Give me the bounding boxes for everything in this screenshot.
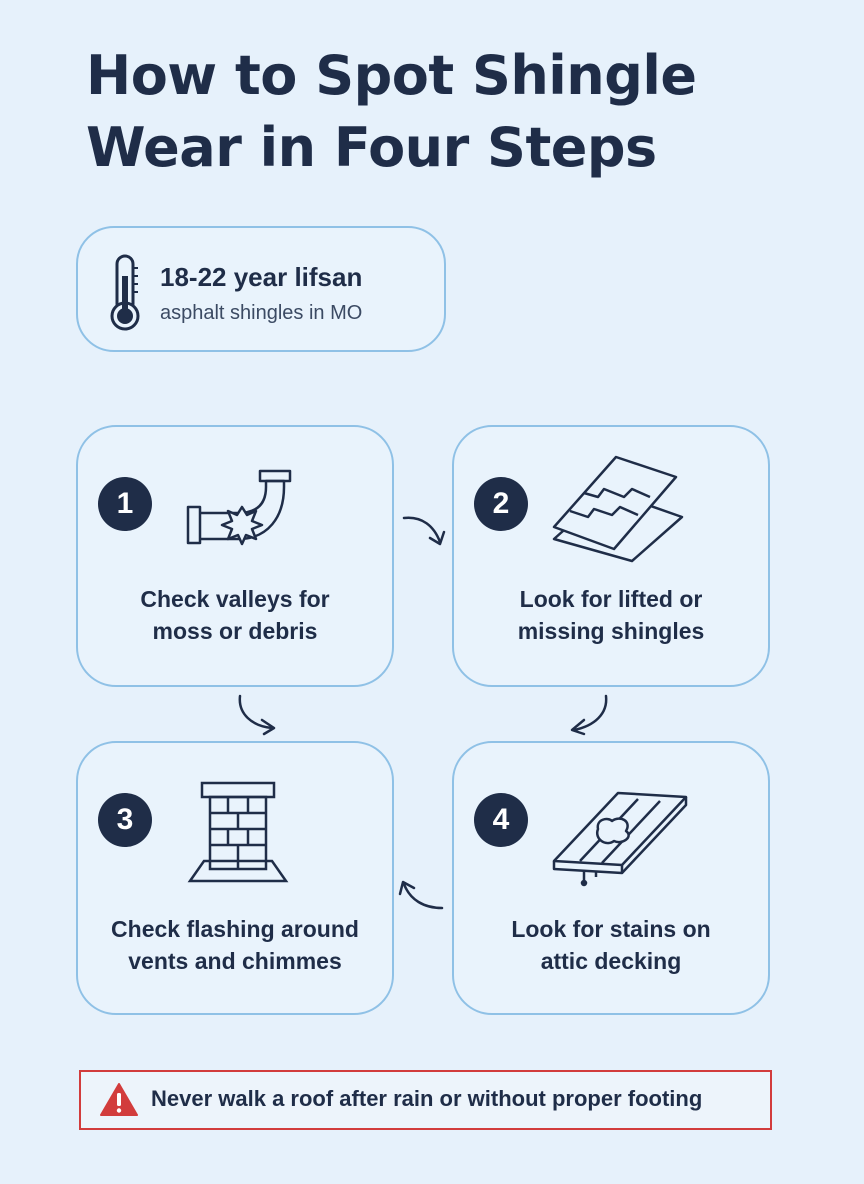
step-card-3: 3 Check flashing around vents and chimme… — [76, 741, 394, 1015]
warning-text: Never walk a roof after rain or without … — [151, 1086, 703, 1111]
shingle-layers-icon — [552, 455, 684, 563]
step-label: Check flashing around vents and chimmes — [111, 916, 359, 974]
warning-triangle-icon — [100, 1083, 138, 1116]
lifespan-stat-card: 18-22 year lifsan asphalt shingles in MO — [76, 226, 446, 352]
step-number-badge: 1 — [98, 477, 152, 531]
step-number-badge: 3 — [98, 793, 152, 847]
step-card-2: 2 Look for lifted or missing shingles — [452, 425, 770, 687]
stained-decking-icon — [552, 791, 688, 887]
lifespan-value: 18-22 year lifsan — [160, 262, 363, 292]
step-card-1: 1 Check valleys for moss or debris — [76, 425, 394, 687]
step-label: Check valleys for moss or debris — [140, 586, 330, 644]
thermometer-icon — [110, 254, 140, 331]
chimney-icon — [187, 781, 289, 883]
title-line-1: How to Spot Shingle — [86, 44, 697, 107]
page-title: How to Spot Shingle Wear in Four Steps — [86, 40, 806, 184]
step-card-4: 4 Look for stains on attic decking — [452, 741, 770, 1015]
title-line-2: Wear in Four Steps — [86, 116, 657, 179]
leaking-pipe-icon — [186, 469, 292, 546]
step-number-badge: 2 — [474, 477, 528, 531]
lifespan-subtitle: asphalt shingles in MO — [160, 302, 363, 324]
arrow-1-to-2-icon — [402, 516, 446, 546]
step-label: Look for lifted or missing shingles — [517, 586, 705, 644]
step-number-badge: 4 — [474, 793, 528, 847]
arrow-2-to-4-icon — [570, 694, 608, 736]
safety-warning-banner: Never walk a roof after rain or without … — [79, 1070, 772, 1130]
step-label: Look for stains on attic decking — [511, 916, 711, 974]
arrow-1-to-3-icon — [238, 694, 276, 736]
arrow-4-to-3-icon — [398, 880, 444, 910]
